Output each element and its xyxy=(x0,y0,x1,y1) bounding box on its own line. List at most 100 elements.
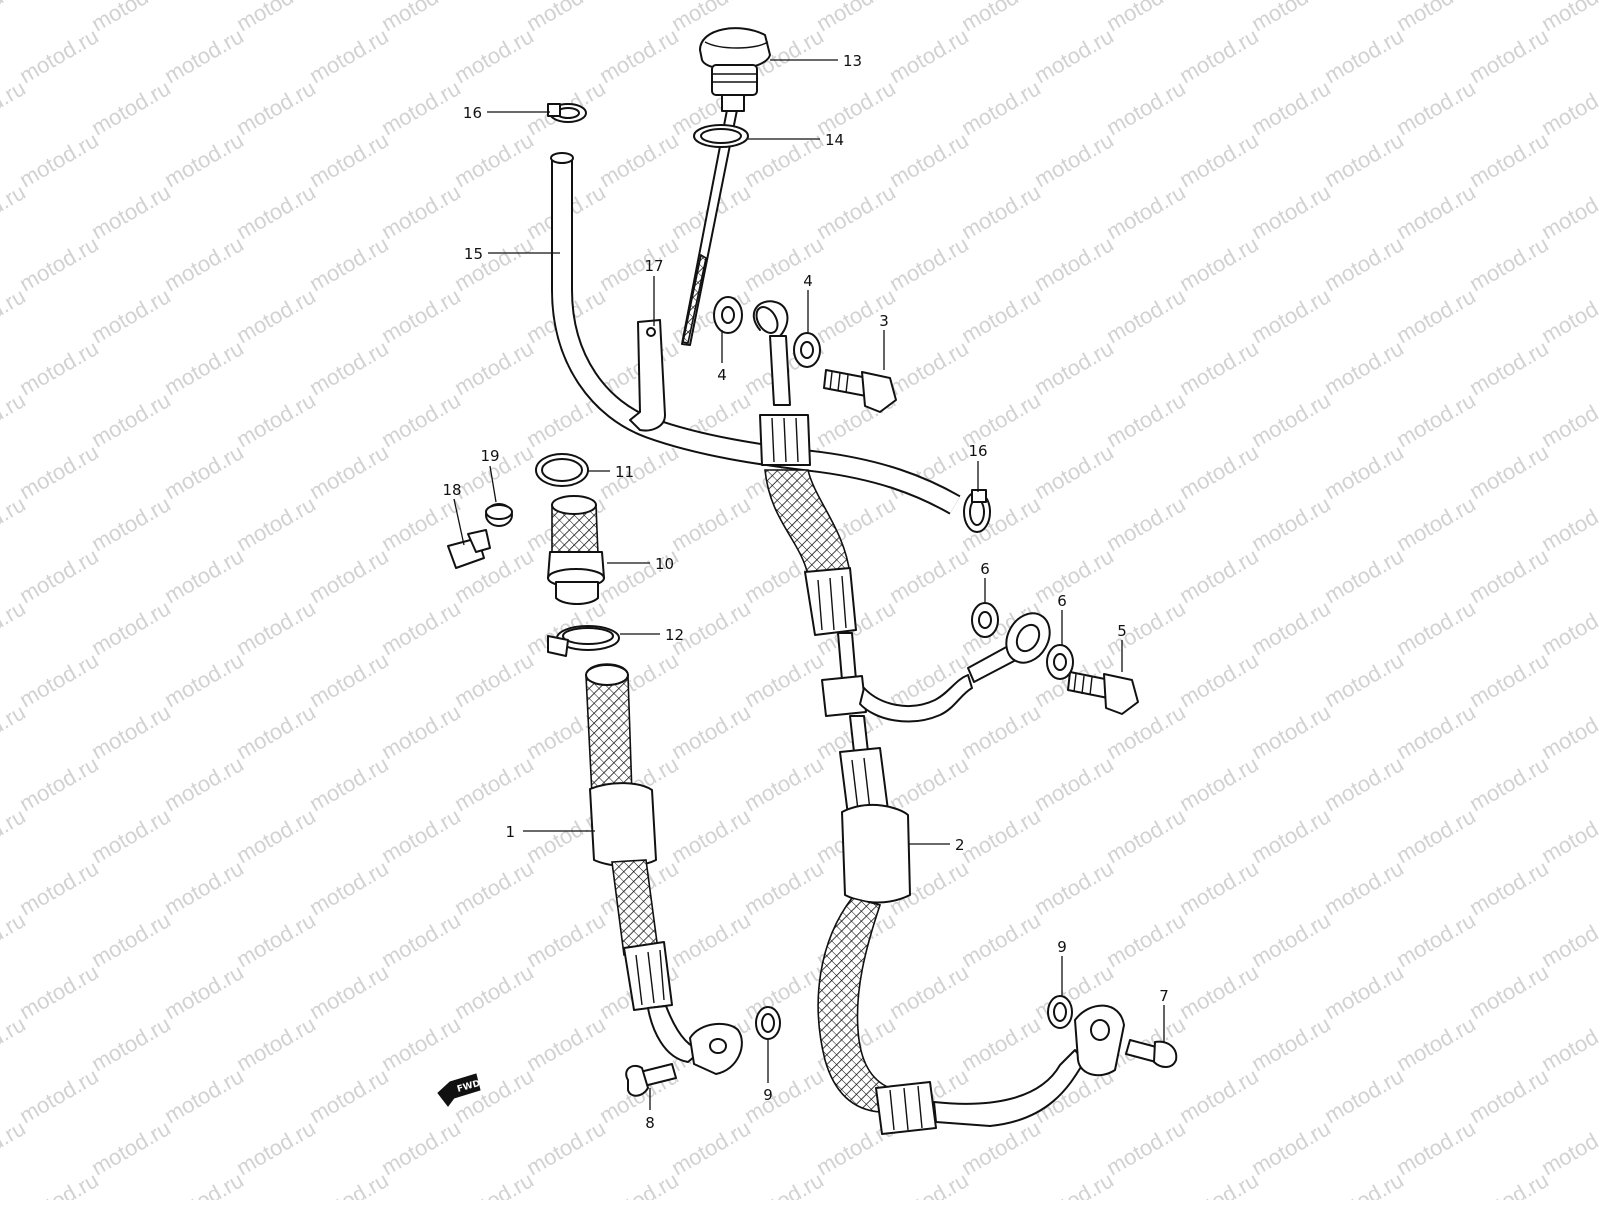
watermark-text: motod.ru xyxy=(1537,595,1600,660)
watermark-text: motod.ru xyxy=(1175,23,1263,88)
watermark-text: motod.ru xyxy=(232,803,320,868)
forward-direction-badge: FWD xyxy=(437,1073,481,1107)
watermark-text: motod.ru xyxy=(1030,855,1118,920)
watermark-text: motod.ru xyxy=(1102,0,1190,36)
watermark-text: motod.ru xyxy=(1030,1167,1118,1200)
watermark-text: motod.ru xyxy=(885,23,973,88)
watermark-text: motod.ru xyxy=(1320,1063,1408,1128)
drain-plug-18 xyxy=(447,529,491,569)
watermark-text: motod.ru xyxy=(15,127,103,192)
watermark-text: motod.ru xyxy=(15,1063,103,1128)
watermark-text: motod.ru xyxy=(1537,179,1600,244)
watermark-text: motod.ru xyxy=(957,1011,1045,1076)
watermark-text: motod.ru xyxy=(232,1115,320,1180)
callout-15: 15 xyxy=(464,245,483,263)
watermark-text: motod.ru xyxy=(1465,23,1553,88)
watermark-text: motod.ru xyxy=(377,803,465,868)
watermark-text: motod.ru xyxy=(1465,127,1553,192)
bolt-8 xyxy=(625,1063,677,1097)
watermark-text: motod.ru xyxy=(160,751,248,816)
watermark-text: motod.ru xyxy=(1320,751,1408,816)
watermark-text: motod.ru xyxy=(1392,283,1480,348)
watermark-text: motod.ru xyxy=(1175,1063,1263,1128)
watermark-text: motod.ru xyxy=(377,283,465,348)
watermark-text: motod.ru xyxy=(87,179,175,244)
watermark-text: motod.ru xyxy=(1392,387,1480,452)
watermark-text: motod.ru xyxy=(1320,959,1408,1024)
watermark-text: motod.ru xyxy=(1392,803,1480,868)
callout-labels: 1 2 3 4 4 5 6 6 7 8 9 9 10 11 12 13 14 1… xyxy=(442,52,1168,1132)
watermark-text: motod.ru xyxy=(305,647,393,712)
watermark-text: motod.ru xyxy=(1175,543,1263,608)
watermark-text: motod.ru xyxy=(1465,647,1553,712)
watermark-text: motod.ru xyxy=(305,335,393,400)
watermark-text: motod.ru xyxy=(1465,959,1553,1024)
watermark-text: motod.ru xyxy=(1030,439,1118,504)
watermark-text: motod.ru xyxy=(160,1063,248,1128)
breather-hose xyxy=(550,152,961,515)
watermark-text: motod.ru xyxy=(740,1063,828,1128)
watermark-text: motod.ru xyxy=(87,1115,175,1180)
watermark-text: motod.ru xyxy=(15,23,103,88)
callout-6-right: 6 xyxy=(1057,592,1067,610)
watermark-text: motod.ru xyxy=(1392,907,1480,972)
watermark-text: motod.ru xyxy=(885,543,973,608)
watermark-text: motod.ru xyxy=(1320,439,1408,504)
watermark-text: motod.ru xyxy=(1537,699,1600,764)
watermark-text: motod.ru xyxy=(232,75,320,140)
leader-lines xyxy=(453,59,1165,1110)
watermark-text: motod.ru xyxy=(1102,387,1190,452)
callout-11: 11 xyxy=(615,463,634,481)
watermark-text: motod.ru xyxy=(377,75,465,140)
watermark-text: motod.ru xyxy=(885,751,973,816)
watermark-text: motod.ru xyxy=(87,283,175,348)
callout-19: 19 xyxy=(480,447,499,465)
callout-18: 18 xyxy=(442,481,461,499)
watermark-text: motod.ru xyxy=(450,647,538,712)
watermark-text: motod.ru xyxy=(450,1167,538,1200)
watermark-text: motod.ru xyxy=(885,1167,973,1200)
watermark-text: motod.ru xyxy=(1392,179,1480,244)
watermark-text: motod.ru xyxy=(740,647,828,712)
watermark-text: motod.ru xyxy=(15,439,103,504)
watermark-text: motod.ru xyxy=(740,959,828,1024)
watermark-text: motod.ru xyxy=(305,751,393,816)
watermark-text: motod.ru xyxy=(957,283,1045,348)
bolt-3 xyxy=(823,369,897,413)
bolt-7 xyxy=(1125,1039,1178,1068)
washer-4-right xyxy=(793,332,821,368)
watermark-text: motod.ru xyxy=(305,23,393,88)
watermark-text: motod.ru xyxy=(1247,803,1335,868)
watermark-text: motod.ru xyxy=(160,959,248,1024)
watermark-text: motod.ru xyxy=(305,1063,393,1128)
watermark-text: motod.ru xyxy=(1465,855,1553,920)
watermark-text: motod.ru xyxy=(1247,179,1335,244)
callout-10: 10 xyxy=(655,555,674,573)
watermark-text: motod.ru xyxy=(595,543,683,608)
watermark-text: motod.ru xyxy=(1247,699,1335,764)
watermark-text: motod.ru xyxy=(1247,1115,1335,1180)
watermark-text: motod.ru xyxy=(450,23,538,88)
watermark-text: motod.ru xyxy=(232,387,320,452)
watermark-text: motod.ru xyxy=(1320,1167,1408,1200)
callout-4-right: 4 xyxy=(803,272,813,290)
watermark-text: motod.ru xyxy=(1537,75,1600,140)
callout-5: 5 xyxy=(1117,622,1127,640)
watermark-text: motod.ru xyxy=(160,231,248,296)
watermark-text: motod.ru xyxy=(667,907,755,972)
watermark-text: motod.ru xyxy=(15,1167,103,1200)
watermark-text: motod.ru xyxy=(1175,959,1263,1024)
watermark-text: motod.ru xyxy=(305,1167,393,1200)
washer-6-left xyxy=(971,602,999,638)
callout-17: 17 xyxy=(644,257,663,275)
callout-14: 14 xyxy=(825,131,844,149)
callout-8: 8 xyxy=(645,1114,655,1132)
bolt-5 xyxy=(1067,671,1139,715)
watermark-text: motod.ru xyxy=(1537,491,1600,556)
watermark-text: motod.ru xyxy=(740,751,828,816)
watermark-text: motod.ru xyxy=(1247,387,1335,452)
watermark-text: motod.ru xyxy=(87,387,175,452)
watermark-text: motod.ru xyxy=(885,127,973,192)
watermark-text: motod.ru xyxy=(1175,751,1263,816)
